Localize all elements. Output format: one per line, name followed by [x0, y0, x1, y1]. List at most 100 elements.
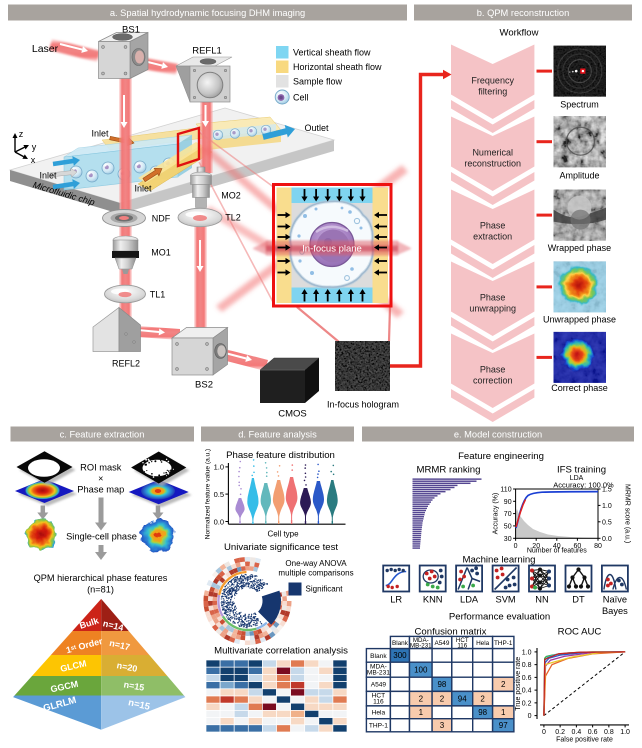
- svg-text:LDA: LDA: [570, 475, 584, 482]
- svg-text:MB-231: MB-231: [410, 643, 432, 650]
- svg-text:MRMR ranking: MRMR ranking: [417, 465, 481, 476]
- svg-text:A549: A549: [434, 640, 449, 647]
- svg-text:multiple comparisons: multiple comparisons: [278, 569, 353, 578]
- svg-text:Unwrapped phase: Unwrapped phase: [543, 315, 616, 325]
- svg-text:extraction: extraction: [473, 232, 512, 242]
- svg-text:0.2: 0.2: [522, 700, 532, 707]
- svg-text:1.5: 1.5: [602, 487, 612, 494]
- svg-text:2: 2: [480, 694, 485, 703]
- svg-text:IFS training: IFS training: [557, 465, 606, 476]
- svg-text:MO2: MO2: [221, 191, 241, 201]
- svg-text:NDF: NDF: [152, 214, 171, 224]
- svg-text:30: 30: [504, 536, 512, 543]
- svg-text:0.6: 0.6: [588, 729, 598, 736]
- svg-text:QPM hierarchical phase feature: QPM hierarchical phase features: [34, 573, 168, 583]
- svg-text:0.4: 0.4: [572, 729, 582, 736]
- svg-text:Performance evaluation: Performance evaluation: [449, 612, 550, 623]
- svg-text:LR: LR: [390, 595, 402, 605]
- svg-text:Feature engineering: Feature engineering: [458, 451, 544, 462]
- svg-text:SVM: SVM: [496, 595, 516, 605]
- svg-text:Inlet: Inlet: [134, 184, 152, 194]
- svg-text:REFL2: REFL2: [112, 359, 140, 369]
- svg-text:unwrapping: unwrapping: [469, 304, 516, 314]
- svg-text:NN: NN: [535, 595, 548, 605]
- svg-text:Bayes: Bayes: [602, 606, 628, 616]
- svg-text:Phase: Phase: [480, 293, 506, 303]
- svg-text:A549: A549: [371, 682, 387, 689]
- svg-text:Sample flow: Sample flow: [293, 77, 343, 87]
- svg-text:97: 97: [499, 721, 508, 730]
- svg-text:1.0: 1.0: [214, 463, 224, 472]
- svg-text:n=15: n=15: [123, 679, 145, 692]
- svg-text:Workflow: Workflow: [500, 28, 539, 39]
- svg-text:y: y: [32, 142, 37, 152]
- svg-text:Hela: Hela: [476, 640, 490, 647]
- svg-text:Normalized feature value (a.u.: Normalized feature value (a.u.): [205, 449, 212, 540]
- svg-text:n=14: n=14: [102, 618, 125, 633]
- svg-text:True positive rate: True positive rate: [515, 657, 522, 711]
- svg-text:Frequency: Frequency: [471, 76, 514, 86]
- svg-text:20: 20: [532, 543, 540, 550]
- svg-text:0: 0: [528, 713, 532, 720]
- svg-text:100: 100: [414, 666, 428, 675]
- svg-text:0.0: 0.0: [214, 517, 224, 526]
- svg-text:Accuracy: 100.0%: Accuracy: 100.0%: [553, 481, 614, 490]
- svg-text:n=17: n=17: [108, 638, 130, 652]
- svg-text:Blank: Blank: [370, 653, 387, 660]
- svg-text:116: 116: [457, 643, 467, 650]
- svg-text:correction: correction: [473, 376, 513, 386]
- svg-text:BS1: BS1: [122, 25, 140, 36]
- svg-text:110: 110: [500, 487, 511, 494]
- svg-text:Phase map: Phase map: [77, 485, 124, 495]
- svg-text:Phase: Phase: [480, 221, 506, 231]
- svg-text:reconstruction: reconstruction: [464, 159, 521, 169]
- svg-text:CMOS: CMOS: [278, 409, 307, 420]
- svg-text:ROI mask: ROI mask: [80, 463, 122, 473]
- svg-text:One-way ANOVA: One-way ANOVA: [285, 559, 347, 568]
- svg-text:×: ×: [98, 474, 103, 484]
- svg-text:Correct phase: Correct phase: [551, 383, 608, 393]
- svg-text:0.5: 0.5: [602, 519, 612, 526]
- svg-text:Naïve: Naïve: [603, 595, 627, 605]
- svg-text:THP-1: THP-1: [369, 723, 388, 730]
- svg-text:Amplitude: Amplitude: [559, 171, 599, 181]
- svg-text:Horizontal sheath flow: Horizontal sheath flow: [293, 62, 382, 72]
- svg-text:TL1: TL1: [150, 290, 166, 300]
- svg-text:filtering: filtering: [478, 87, 507, 97]
- svg-text:60: 60: [574, 543, 582, 550]
- svg-text:Phase: Phase: [480, 365, 506, 375]
- svg-text:DT: DT: [572, 595, 585, 605]
- svg-text:80: 80: [594, 543, 602, 550]
- svg-text:Hela: Hela: [372, 710, 386, 717]
- svg-text:0.8: 0.8: [522, 662, 532, 669]
- svg-text:0: 0: [514, 543, 518, 550]
- svg-text:z: z: [19, 129, 24, 139]
- svg-text:Blank: Blank: [392, 640, 409, 647]
- svg-text:e. Model construction: e. Model construction: [454, 429, 542, 439]
- svg-text:300: 300: [393, 651, 407, 660]
- svg-text:2: 2: [501, 680, 506, 689]
- svg-text:Wrapped phase: Wrapped phase: [548, 243, 611, 253]
- svg-text:HCT: HCT: [456, 637, 469, 644]
- svg-text:Outlet: Outlet: [304, 123, 329, 133]
- svg-text:LDA: LDA: [460, 595, 479, 605]
- svg-text:MDA-: MDA-: [370, 664, 387, 671]
- svg-text:Numerical: Numerical: [472, 148, 513, 158]
- svg-text:116: 116: [373, 698, 384, 705]
- svg-text:0.4: 0.4: [522, 688, 532, 695]
- svg-text:Cell type: Cell type: [267, 530, 299, 539]
- svg-text:n=20: n=20: [116, 660, 138, 674]
- svg-text:Inlet: Inlet: [39, 171, 57, 181]
- svg-text:MRMR score (a.u.): MRMR score (a.u.): [624, 484, 631, 543]
- svg-text:MO1: MO1: [151, 248, 171, 258]
- svg-text:90: 90: [504, 499, 512, 506]
- svg-text:REFL1: REFL1: [192, 46, 222, 57]
- svg-text:ROC AUC: ROC AUC: [558, 627, 602, 638]
- svg-text:50: 50: [504, 523, 512, 530]
- svg-text:2: 2: [419, 694, 424, 703]
- svg-text:In-focus hologram: In-focus hologram: [327, 400, 399, 410]
- svg-text:1.0: 1.0: [602, 503, 612, 510]
- svg-text:Cell: Cell: [293, 93, 309, 103]
- svg-text:1.0: 1.0: [522, 649, 532, 656]
- svg-text:c. Feature extraction: c. Feature extraction: [60, 429, 145, 439]
